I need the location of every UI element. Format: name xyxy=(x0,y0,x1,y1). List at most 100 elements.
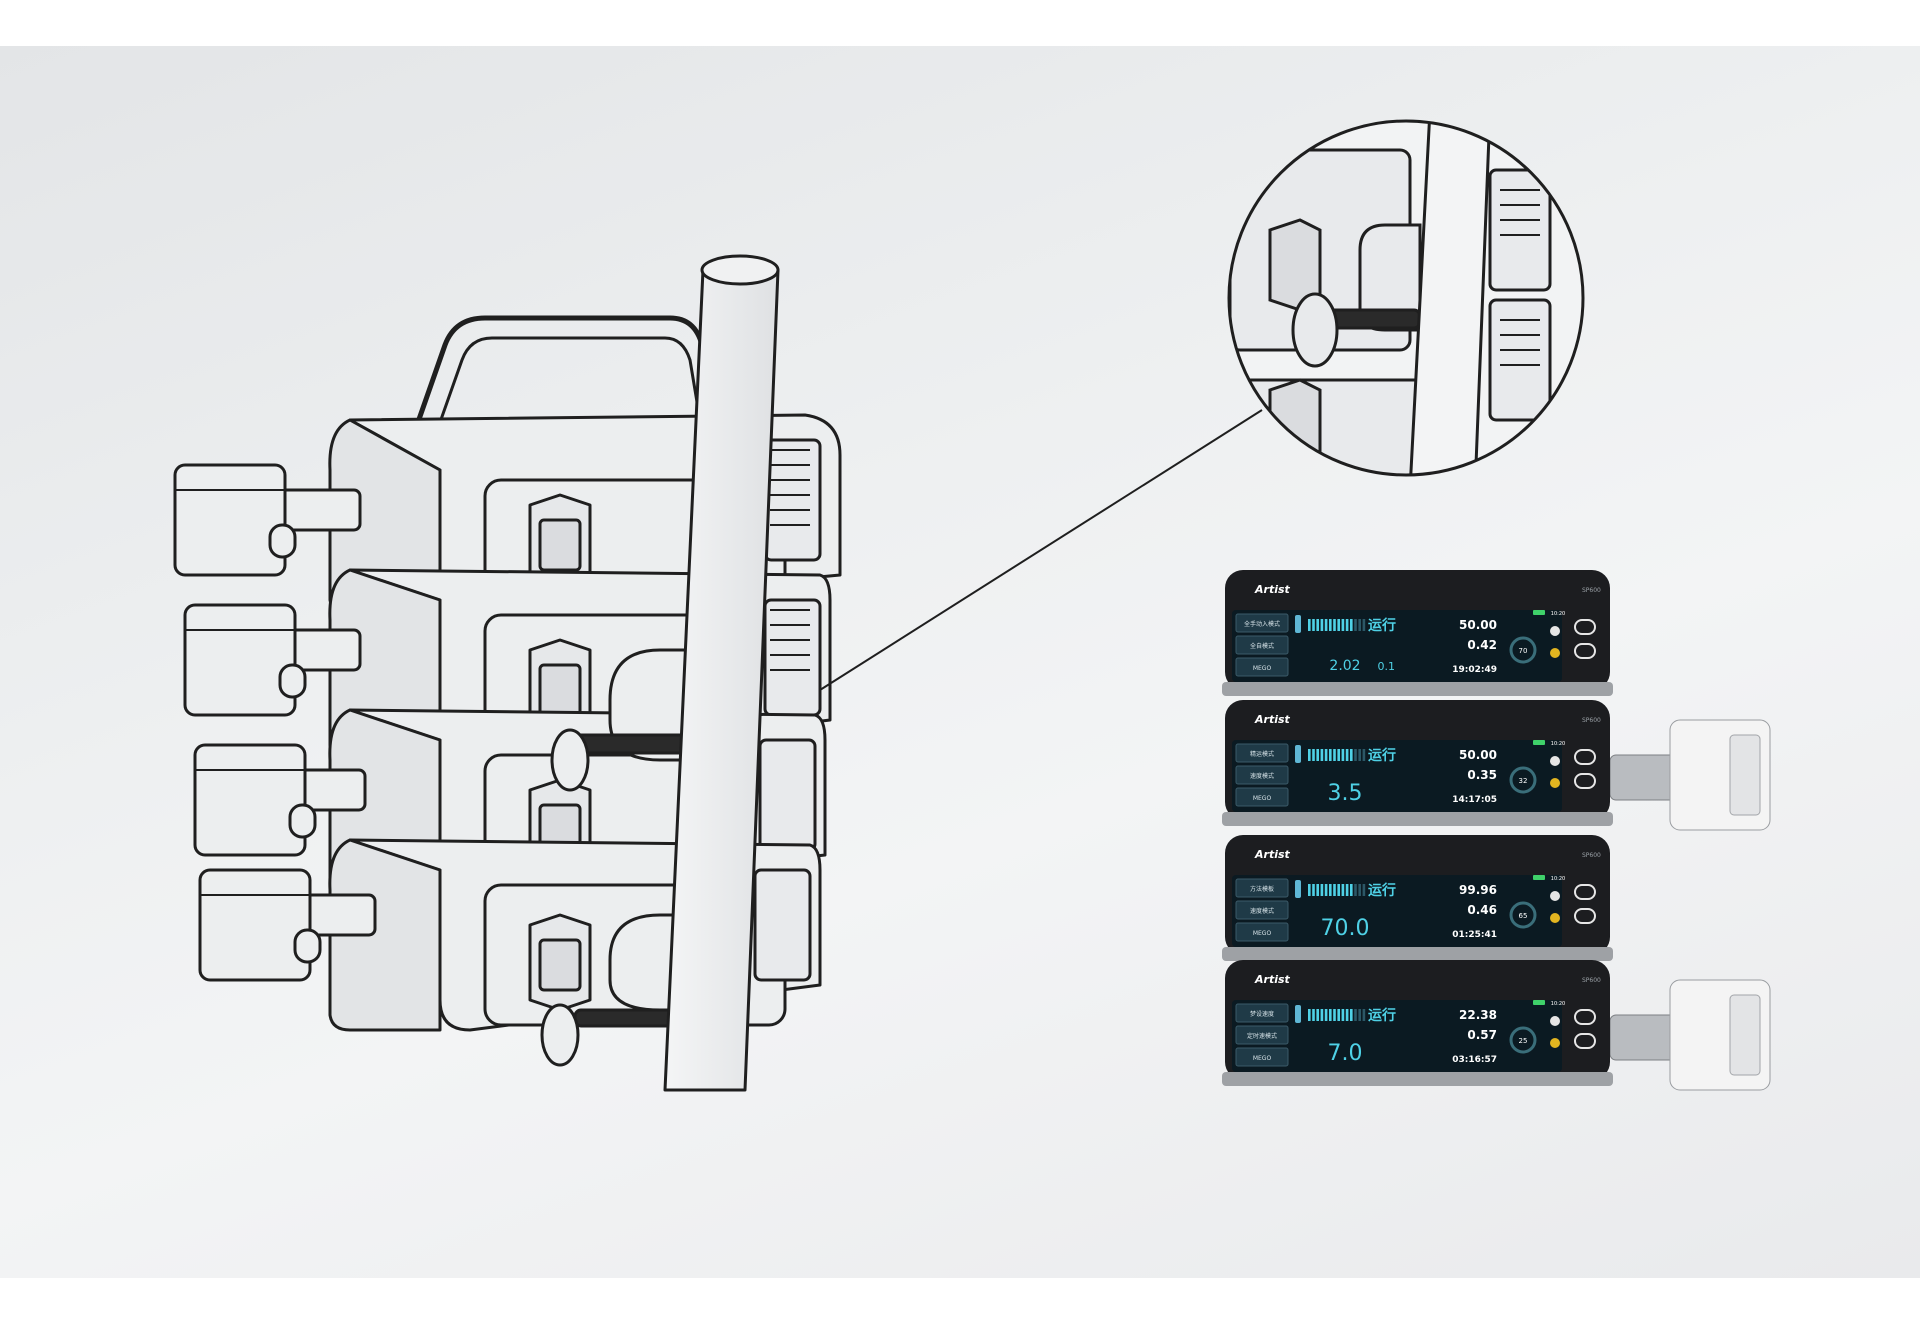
brand-label: Artist xyxy=(1254,848,1291,861)
mode-button xyxy=(1235,878,1289,898)
level-segment xyxy=(1350,619,1353,631)
time-value: 14:17:05 xyxy=(1452,795,1497,805)
mode-button xyxy=(1235,1003,1289,1023)
level-segment xyxy=(1316,884,1319,896)
mute-button xyxy=(1574,908,1596,924)
side-button-top xyxy=(1550,626,1560,636)
pressure-gauge xyxy=(1509,766,1537,794)
level-segment xyxy=(1320,619,1324,631)
syringe-head-slot xyxy=(1729,994,1761,1076)
level-segment xyxy=(1345,749,1349,761)
pump-base-rail xyxy=(1222,812,1613,826)
clock-label: 10:20 xyxy=(1551,611,1565,617)
pressure-value: 25 xyxy=(1519,1037,1528,1045)
total-value: 99.96 xyxy=(1459,883,1497,897)
battery-icon xyxy=(1533,1000,1545,1005)
level-segment xyxy=(1329,1009,1332,1021)
pressure-value: 70 xyxy=(1519,647,1528,655)
level-segment xyxy=(1354,884,1357,896)
pressure-gauge xyxy=(1509,636,1537,664)
syringe-icon xyxy=(1295,745,1301,763)
level-segment xyxy=(1362,1009,1366,1021)
rate-value: 0.46 xyxy=(1467,903,1497,917)
level-segment xyxy=(1312,1009,1315,1021)
level-segment xyxy=(1316,619,1319,631)
brand-label: Artist xyxy=(1254,713,1291,726)
level-segment xyxy=(1358,749,1361,761)
level-segment xyxy=(1350,749,1353,761)
mode-label: 精运模式 xyxy=(1250,750,1274,758)
time-value: 03:16:57 xyxy=(1452,1055,1497,1065)
mode-button xyxy=(1235,635,1289,655)
level-segment xyxy=(1312,749,1315,761)
brand-label: Artist xyxy=(1254,973,1291,986)
level-segment xyxy=(1350,884,1353,896)
level-segment xyxy=(1316,749,1319,761)
level-segment xyxy=(1312,619,1315,631)
mode-label: MEGO xyxy=(1253,930,1272,937)
status-text: 运行 xyxy=(1368,882,1396,899)
level-segment xyxy=(1345,619,1349,631)
side-button-top xyxy=(1550,891,1560,901)
mode-label: MEGO xyxy=(1253,1055,1272,1062)
status-text: 运行 xyxy=(1368,617,1396,634)
status-text: 运行 xyxy=(1368,747,1396,764)
level-segment xyxy=(1333,884,1336,896)
mode-button xyxy=(1235,613,1289,633)
brand-label: Artist xyxy=(1254,583,1291,596)
level-segment xyxy=(1337,619,1340,631)
lineart-pole xyxy=(663,254,780,1092)
level-segment xyxy=(1324,884,1328,896)
level-segment xyxy=(1320,749,1324,761)
level-segment xyxy=(1358,884,1361,896)
mode-label: MEGO xyxy=(1253,795,1272,802)
clock-label: 10:20 xyxy=(1551,1001,1565,1007)
level-segment xyxy=(1308,749,1311,761)
main-value: 7.0 xyxy=(1328,1041,1363,1066)
mode-label: 全自模式 xyxy=(1250,642,1274,650)
mode-label: 梦设速度 xyxy=(1250,1010,1274,1018)
syringe-icon xyxy=(1295,1005,1301,1023)
level-segment xyxy=(1362,749,1366,761)
clock-label: 10:20 xyxy=(1551,876,1565,882)
status-text: 运行 xyxy=(1368,1007,1396,1024)
level-segment xyxy=(1341,749,1345,761)
rate-value: 0.35 xyxy=(1467,768,1497,782)
model-label: SP600 xyxy=(1582,587,1601,594)
mode-label: 定时速模式 xyxy=(1247,1032,1277,1040)
level-segment xyxy=(1333,1009,1336,1021)
power-button xyxy=(1574,884,1596,900)
mode-button xyxy=(1235,1025,1289,1045)
side-button-top xyxy=(1550,756,1560,766)
pressure-gauge xyxy=(1509,901,1537,929)
total-value: 50.00 xyxy=(1459,748,1497,762)
total-value: 50.00 xyxy=(1459,618,1497,632)
mode-label: 全手动入模式 xyxy=(1244,620,1280,628)
main-value: 2.02 xyxy=(1329,658,1360,674)
model-label: SP600 xyxy=(1582,977,1601,984)
pressure-gauge xyxy=(1509,1026,1537,1054)
level-segment xyxy=(1312,884,1315,896)
lineart-pump-stack xyxy=(173,254,842,1092)
level-segment xyxy=(1350,1009,1353,1021)
side-button-top xyxy=(1550,1016,1560,1026)
mode-button xyxy=(1235,787,1289,807)
model-label: SP600 xyxy=(1582,852,1601,859)
mode-label: 速度模式 xyxy=(1250,772,1274,780)
mute-button xyxy=(1574,1033,1596,1049)
pressure-value: 65 xyxy=(1519,912,1528,920)
mode-label: 速度模式 xyxy=(1250,907,1274,915)
level-segment xyxy=(1320,884,1324,896)
mode-label: 方法模板 xyxy=(1250,885,1274,893)
level-segment xyxy=(1354,749,1357,761)
pump-base-rail xyxy=(1222,1072,1613,1086)
power-button xyxy=(1574,1009,1596,1025)
mode-button xyxy=(1235,900,1289,920)
